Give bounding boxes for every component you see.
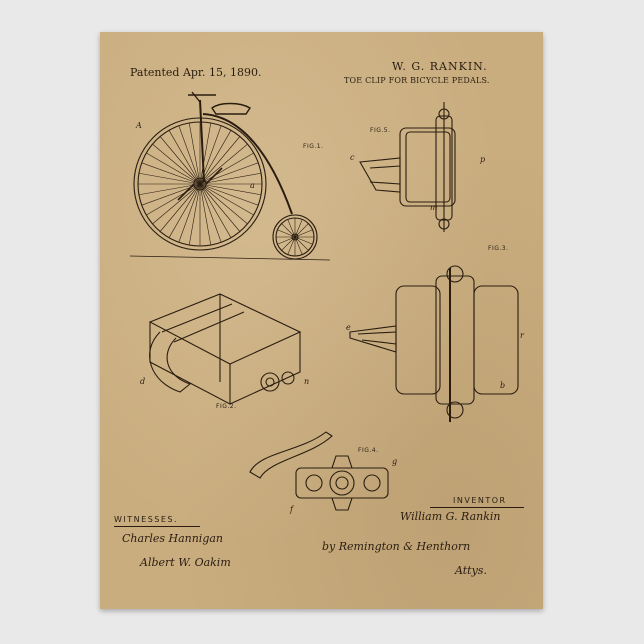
patent-poster: Patented Apr. 15, 1890. W. G. RANKIN. TO… [100,32,543,609]
witness1-signature: Charles Hannigan [122,532,224,545]
fig4-label: FIG.4. [358,447,379,454]
ref-c: c [350,153,355,162]
penny-farthing-drawing [129,91,331,261]
ref-a: a [250,181,255,190]
fig1-label: FIG.1. [303,143,324,150]
ref-d: d [140,377,145,386]
inventor-signature: William G. Rankin [400,510,501,523]
inventor-rule [430,507,524,508]
patent-drawings: FIG.1. FIG.5. FIG.3. FIG.2. FIG.4. A a c… [129,91,525,514]
ref-e: e [346,323,351,332]
attys-signature: Attys. [455,564,487,577]
ref-m: m [430,203,438,212]
patent-date: Patented Apr. 15, 1890. [130,66,262,79]
ref-b: b [500,381,505,390]
attorney-signature: by Remington & Henthorn [322,540,471,553]
fig2-label: FIG.2. [216,403,237,410]
ref-p: p [480,155,485,164]
ref-g: g [392,457,397,466]
inventor-header: W. G. RANKIN. [392,60,488,73]
pedal-drawing-fig2 [148,293,302,405]
ref-n: n [304,377,309,386]
ref-r: r [520,331,525,340]
ref-f: f [289,505,295,514]
fig5-label: FIG.5. [370,127,391,134]
pedal-drawing-fig3 [349,265,519,422]
inventor-label: INVENTOR [453,496,507,505]
witnesses-rule [114,526,200,527]
patent-title: TOE CLIP FOR BICYCLE PEDALS. [344,76,490,85]
ref-A: A [135,121,142,130]
witnesses-label: WITNESSES. [114,515,179,524]
clip-drawing-fig4 [249,431,389,511]
fig3-label: FIG.3. [488,245,509,252]
witness2-signature: Albert W. Oakim [140,556,231,569]
pedal-drawing-fig5 [359,102,456,232]
